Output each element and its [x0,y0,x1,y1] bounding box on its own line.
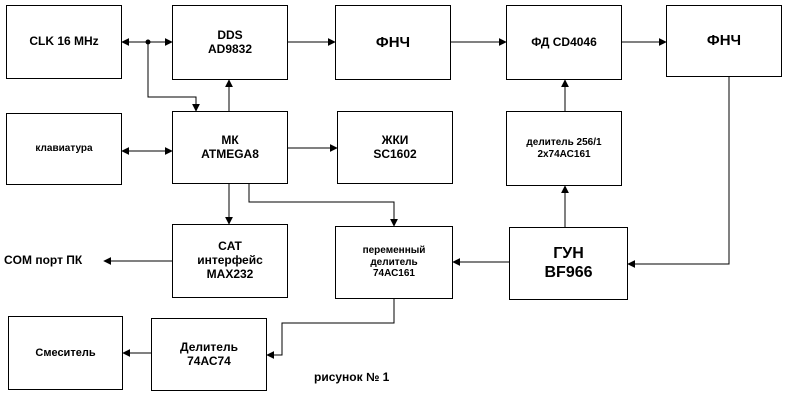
dds-label-line2: AD9832 [207,41,253,56]
cat-block: CAT интерфейс MAX232 [172,224,288,298]
div256-label-line2: 2х74АС161 [537,148,591,160]
clk-block: CLK 16 MHz [6,5,122,79]
lcd-block: ЖКИ SC1602 [337,111,453,184]
lpf2-vco-line [627,77,730,268]
mcu-label-line2: ATMEGA8 [201,146,259,161]
keyboard-block: клавиатура [6,113,122,185]
div74-label-line1: Делитель [180,339,238,354]
cat-label-line1: CAT [218,239,242,254]
lcd-label-line2: SC1602 [373,146,417,161]
vco-label-line2: BF966 [544,263,593,281]
div74-label-line2: 74АС74 [187,353,231,368]
figure-caption: рисунок № 1 [314,370,390,384]
vardiv-label-line1: переменный [362,245,426,257]
vardiv-label-line3: 74АС161 [372,268,415,280]
clk-label: CLK 16 MHz [29,34,99,49]
clk-mcu-line [147,42,200,112]
cat-label-line3: MAX232 [206,266,254,281]
vco-block: ГУН BF966 [509,227,628,300]
vco-label-line1: ГУН [553,245,584,263]
pd-label: ФД CD4046 [531,34,597,49]
vardiv-block: переменный делитель 74АС161 [335,226,453,299]
mcu-label-line1: МК [221,132,239,147]
keyboard-label: клавиатура [35,143,93,155]
lpf1-label: ФНЧ [375,33,411,51]
com-port-label: COM порт ПК [4,253,83,267]
div256-block: делитель 256/1 2х74АС161 [506,111,622,186]
pd-block: ФД CD4046 [506,5,622,80]
lpf1-block: ФНЧ [335,5,451,80]
lpf2-label: ФНЧ [706,32,742,50]
mixer-label: Смеситель [35,346,96,359]
junction-dot [145,39,151,45]
mcu-block: МК ATMEGA8 [172,111,288,184]
lpf2-block: ФНЧ [666,5,782,77]
dds-block: DDS AD9832 [172,5,288,80]
lcd-label-line1: ЖКИ [381,132,409,147]
vardiv-label-line2: делитель [370,256,418,268]
mixer-block: Смеситель [8,316,123,390]
cat-label-line2: интерфейс [197,253,263,268]
dds-label-line1: DDS [217,27,243,42]
mcu-vardiv-line [248,184,398,227]
vardiv-div74-line [266,299,395,359]
div74-block: Делитель 74АС74 [151,318,267,391]
div256-label-line1: делитель 256/1 [526,137,602,148]
